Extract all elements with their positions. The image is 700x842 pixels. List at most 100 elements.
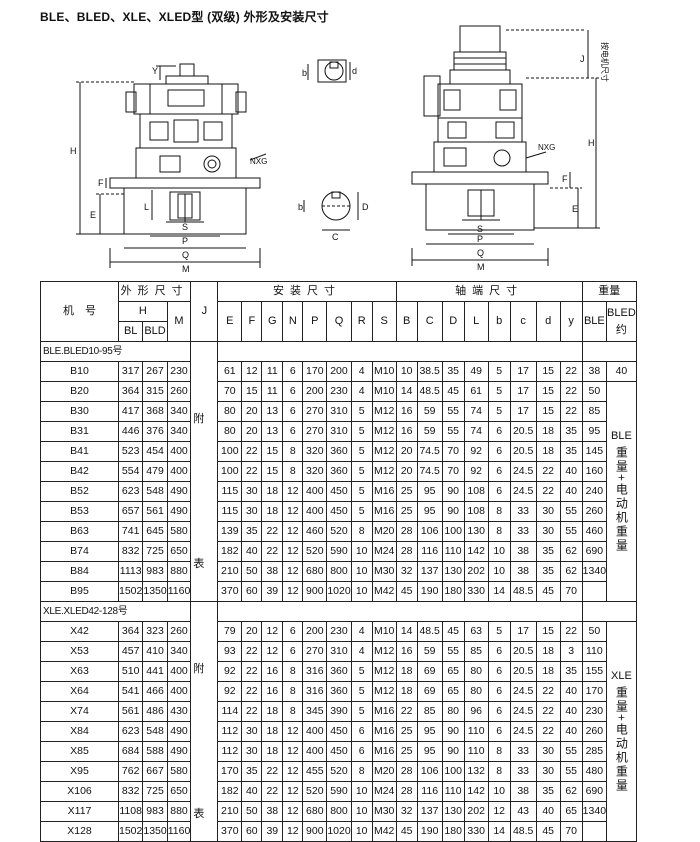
value-cell: 22 [395,701,418,722]
value-cell: 79 [217,621,243,642]
value-cell: 400 [166,661,192,682]
value-cell: 80 [217,421,243,442]
value-cell: 139 [217,521,243,542]
value-cell: 230 [166,361,192,382]
value-cell: 400 [166,441,192,462]
value-cell: 18 [395,681,418,702]
value-cell: 316 [302,661,328,682]
value-cell: 32 [395,561,418,582]
value-cell: 1502 [117,581,144,602]
value-cell: 38.5 [416,361,443,382]
value-cell: 680 [302,801,328,822]
svg-text:P: P [182,236,188,246]
svg-text:Y: Y [152,66,158,76]
value-cell: 6 [487,441,511,462]
value-cell: 230 [326,381,352,402]
value-cell: 35 [441,361,465,382]
value-cell: 16 [261,661,284,682]
weight-ble-cell: 50 [581,621,608,642]
value-cell: 63 [463,621,489,642]
value-cell: 983 [142,801,168,822]
value-cell: 400 [302,501,328,522]
model-cell: X95 [40,761,119,782]
value-cell: 6 [282,361,304,382]
svg-text:F: F [562,174,568,184]
value-cell: 5 [350,481,373,502]
value-cell: 85 [463,641,489,662]
value-cell: 30 [241,741,263,762]
value-cell: M24 [371,781,397,802]
value-cell: 900 [302,581,328,602]
model-cell: B41 [40,441,119,462]
header-outline: 外形尺寸 [117,281,192,302]
value-cell: 490 [166,721,192,742]
weight-ble-cell: 285 [581,741,608,762]
value-cell: 410 [142,641,168,662]
header-model: 机 号 [40,281,119,342]
value-cell: 190 [416,581,443,602]
value-cell: 15 [535,361,561,382]
weight-ble-cell: 230 [581,701,608,722]
value-cell: 12 [282,781,304,802]
value-cell: 49 [463,361,489,382]
value-cell: 45 [395,581,418,602]
value-cell: 320 [302,461,328,482]
value-cell: 40 [559,701,583,722]
value-cell: 15 [241,381,263,402]
value-cell: 450 [326,481,352,502]
value-cell: 12 [487,801,511,822]
value-cell: 541 [117,681,144,702]
header-J: J [190,281,219,342]
value-cell: 132 [463,761,489,782]
value-cell: 112 [217,721,243,742]
value-cell: 116 [416,541,443,562]
value-cell: 10 [395,361,418,382]
value-cell: 25 [395,481,418,502]
weight-ble-cell: 690 [581,541,608,562]
value-cell: 28 [395,521,418,542]
value-cell: 200 [302,621,328,642]
value-cell: 14 [487,821,511,842]
value-cell: 80 [463,681,489,702]
value-cell: 20 [241,401,263,422]
value-cell: 22 [535,481,561,502]
value-cell: 5 [350,681,373,702]
value-cell: 59 [416,421,443,442]
value-cell: 650 [166,541,192,562]
value-cell: 92 [217,681,243,702]
model-cell: B74 [40,541,119,562]
svg-text:H: H [588,138,595,148]
value-cell: 92 [217,661,243,682]
value-cell: M30 [371,801,397,822]
value-cell: 95 [416,501,443,522]
value-cell: 22 [535,701,561,722]
value-cell: 8 [487,501,511,522]
svg-text:L: L [144,202,149,212]
svg-text:M: M [477,262,485,272]
section-label: XLE.XLED42-128号 [39,601,192,622]
value-cell: 115 [217,501,243,522]
value-cell: 74 [463,401,489,422]
section-label: BLE.BLED10-95号 [39,341,192,362]
weight-ble-cell [581,821,608,842]
value-cell: 8 [282,441,304,462]
value-cell: 22 [559,361,583,382]
value-cell: 10 [350,801,373,822]
value-cell: 17 [509,381,537,402]
value-cell: 15 [261,441,284,462]
value-cell: 40 [559,481,583,502]
value-cell: M42 [371,581,397,602]
value-cell: 24.5 [509,461,537,482]
model-cell: X106 [40,781,119,802]
value-cell: 6 [282,401,304,422]
value-cell: 18 [261,721,284,742]
value-cell: 6 [282,381,304,402]
value-cell: 5 [487,621,511,642]
value-cell: 40 [241,781,263,802]
